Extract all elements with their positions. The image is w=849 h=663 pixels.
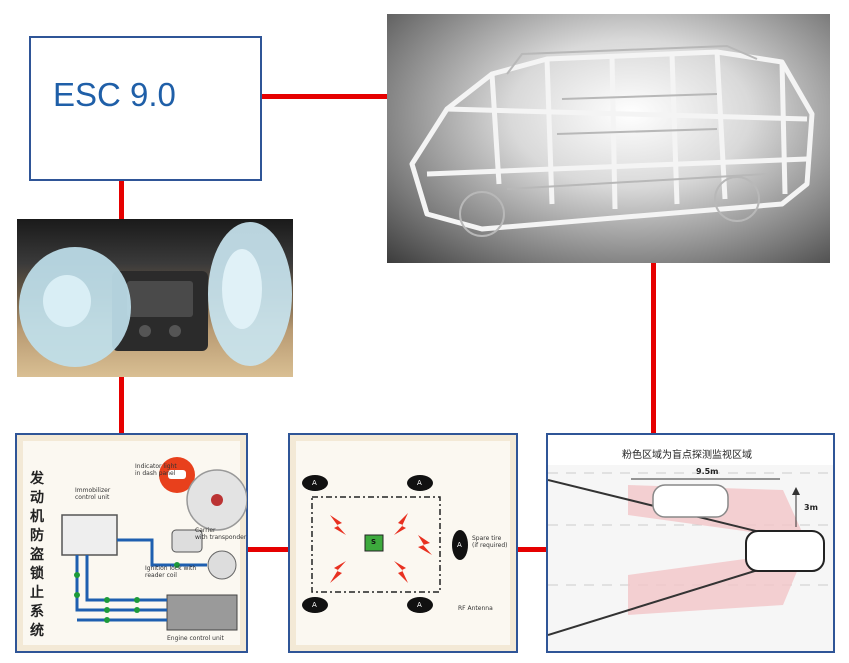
connector-esc-to-airbag [119, 181, 124, 219]
immobilizer-illustration [61, 457, 247, 631]
airbag-illustration [19, 222, 292, 367]
tpms-panel: A A A A A S Spare tire (if required) RF … [288, 433, 518, 653]
tpms-sensor-fl: A [312, 479, 317, 487]
blind-spot-illustration [548, 465, 833, 651]
blind-spot-panel: 粉色区域为盲点探测监视区域 9.5m 3m [546, 433, 835, 653]
tpms-inner-card [296, 441, 510, 645]
connector-body-to-blindspot [651, 263, 656, 434]
tpms-receiver-label: S [371, 538, 377, 546]
connector-airbag-to-immobilizer [119, 377, 124, 433]
immobilizer-vertical-title: 发动机防盗锁止系统 [30, 471, 44, 639]
immobilizer-panel: 发动机防盗锁止系统 Indicator light in dash panel … [15, 433, 248, 653]
immobilizer-engine-label: Engine control unit [167, 635, 224, 642]
tpms-sensor-rl: A [312, 601, 317, 609]
tpms-spare-label: Spare tire (if required) [472, 535, 508, 549]
esc-box: ESC 9.0 [29, 36, 262, 181]
connector-tpms-to-blindspot [517, 547, 546, 552]
tpms-sensor-fr: A [417, 479, 422, 487]
immobilizer-carrier-label: Carrier with transponder [195, 527, 247, 541]
blind-spot-title: 粉色区域为盲点探测监视区域 [622, 450, 752, 461]
body-frame-photo [387, 14, 830, 263]
esc-label: ESC 9.0 [53, 76, 176, 113]
tpms-antenna-label: RF Antenna [458, 605, 493, 612]
vehicle-frame-illustration [409, 44, 815, 237]
tpms-sensor-rr: A [417, 601, 422, 609]
immobilizer-indicator-label: Indicator light in dash panel [135, 463, 177, 477]
tpms-illustration [302, 475, 468, 613]
airbag-dashboard-photo [17, 219, 293, 377]
immobilizer-lock-label: Ignition lock with reader coil [145, 565, 197, 579]
blind-spot-width-label: 3m [804, 503, 818, 512]
tpms-sensor-spare: A [457, 541, 462, 549]
connector-immobilizer-to-tpms [248, 547, 288, 552]
immobilizer-module-label: Immobilizer control unit [75, 487, 111, 501]
connector-esc-to-body [262, 94, 388, 99]
blind-spot-length-label: 9.5m [696, 467, 719, 476]
